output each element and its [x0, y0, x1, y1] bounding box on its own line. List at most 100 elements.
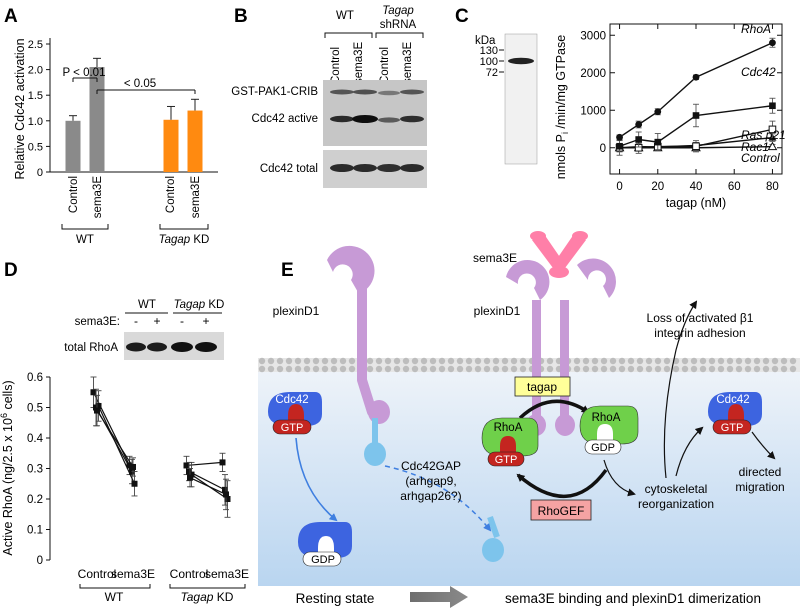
panel-c-point	[692, 112, 700, 119]
blot-band	[352, 115, 378, 123]
panel-d-ylabel: Active RhoA (ng/2.5 x 106 cells)	[0, 380, 15, 555]
panel-c-series-label: Cdc42	[741, 65, 776, 79]
lipid-head	[591, 365, 599, 373]
lipid-head	[771, 365, 779, 373]
lipid-head	[330, 365, 338, 373]
panel-c-series-label: Rac1	[741, 140, 769, 154]
panel-c: C kDa 130 100 72 nmols Pi /min/mg GTPase…	[455, 6, 786, 210]
panel-a-ytick-label: 0	[37, 167, 43, 179]
rhogef-box	[530, 499, 592, 521]
lipid-head	[366, 365, 374, 373]
panel-c-series-label: RhoA	[741, 22, 771, 36]
blot-band	[353, 164, 377, 172]
lipid-head	[708, 365, 716, 373]
panel-c-marker-100: 100	[480, 56, 498, 68]
panel-a-bars	[65, 57, 203, 172]
lipid-head	[384, 365, 392, 373]
lipid-head	[258, 357, 266, 365]
panel-c-point	[654, 108, 662, 116]
lipid-head	[600, 365, 608, 373]
panel-d-blot-kd: Tagap KD	[174, 299, 225, 311]
panel-c-ytick-label: 1000	[580, 105, 606, 117]
lipid-head	[393, 357, 401, 365]
lipid-head	[510, 365, 518, 373]
lipid-head	[717, 357, 725, 365]
lipid-head	[285, 357, 293, 365]
lipid-head	[411, 357, 419, 365]
panel-a-ylabel: Relative Cdc42 activation	[13, 38, 27, 179]
blot-band	[400, 89, 424, 95]
panel-a-group-kd: Tagap KD	[159, 234, 210, 246]
panel-d-pair-line	[97, 405, 136, 485]
panel-a-ytick-label: 2.5	[28, 39, 43, 51]
panel-d-xlabel-1: Control	[78, 567, 117, 581]
panel-c-point	[654, 138, 662, 146]
panel-d-group-wt: WT	[105, 590, 124, 604]
panel-b-bracket-kd	[375, 32, 424, 38]
panel-b-bracket-wt	[324, 32, 373, 38]
migration-label-1: directed	[739, 465, 782, 479]
rhogef-label: RhoGEF	[538, 504, 585, 518]
gap-translocation-arrow	[384, 465, 492, 532]
panel-c-marker-72: 72	[486, 67, 498, 79]
blot-band	[353, 89, 377, 95]
lipid-head	[501, 357, 509, 365]
lipid-head	[744, 365, 752, 373]
lipid-head	[519, 357, 527, 365]
panel-b-lane-3: Control	[379, 47, 391, 84]
panel-d-row-label: total RhoA	[64, 342, 118, 354]
panel-c-marker-130: 130	[480, 45, 498, 57]
lipid-head	[663, 357, 671, 365]
panel-c-xtick-label: 60	[728, 181, 741, 193]
panel-a-ytick-label: 0.5	[28, 141, 43, 153]
panel-d-point	[187, 474, 193, 481]
panel-c-point	[769, 39, 776, 47]
gap-cycle-arrow	[518, 399, 590, 420]
integrin-label-2: integrin adhesion	[654, 326, 745, 340]
panel-a-ytick-label: 1.5	[28, 90, 43, 102]
gap-label-1: Cdc42GAP	[401, 459, 461, 473]
lipid-head	[582, 357, 590, 365]
blot-band	[330, 164, 354, 172]
lipid-head	[726, 357, 734, 365]
lipid-head	[483, 357, 491, 365]
panel-d-point	[90, 389, 97, 396]
panel-c-point	[635, 121, 643, 128]
binding-state-label: sema3E binding and plexinD1 dimerization	[505, 591, 761, 606]
panel-c-point	[692, 142, 700, 151]
panel-d-ytick-label: 0.4	[27, 433, 44, 445]
lipid-head	[654, 365, 662, 373]
panel-c-point	[616, 142, 623, 150]
panel-letter-a: A	[4, 6, 18, 27]
panel-d-ytick-label: 0.1	[27, 525, 43, 537]
migration-arrow	[751, 431, 776, 460]
gap-label-3: arhgap26?)	[400, 489, 461, 503]
lipid-head	[762, 365, 770, 373]
inactivation-arrow	[295, 437, 338, 522]
panel-d-xlabel-2: sema3E	[111, 567, 155, 581]
lipid-head	[582, 365, 590, 373]
lipid-head	[420, 365, 428, 373]
panel-b-row-total: Cdc42 total	[260, 163, 318, 175]
sema3e-ligand	[530, 231, 588, 278]
gef-cycle-arrow	[516, 468, 608, 499]
lipid-head	[600, 357, 608, 365]
blot-band	[171, 342, 193, 352]
panel-d-yticks: 00.10.20.30.40.50.6	[27, 372, 50, 567]
gap-label-2: (arhgap9,	[405, 474, 456, 488]
panel-d-ytick-label: 0.3	[27, 464, 43, 476]
panel-c-ytick-label: 2000	[580, 68, 606, 80]
panel-d-pair-line	[186, 461, 223, 467]
lipid-head	[294, 357, 302, 365]
panel-a-yticks: 00.51.01.52.02.5	[28, 39, 50, 179]
gtp-label: GTP	[721, 422, 744, 434]
lipid-head	[789, 357, 797, 365]
lipid-head	[276, 357, 284, 365]
cdc42-gtp-active: Cdc42 GTP	[708, 392, 762, 435]
panel-b-group-kd-gene: Tagap	[382, 5, 414, 17]
lipid-head	[447, 357, 455, 365]
cdc42-reactivation-arrow	[675, 426, 704, 477]
migration-label-2: migration	[735, 480, 784, 494]
panel-a-xlabel-4: sema3E	[190, 176, 202, 219]
